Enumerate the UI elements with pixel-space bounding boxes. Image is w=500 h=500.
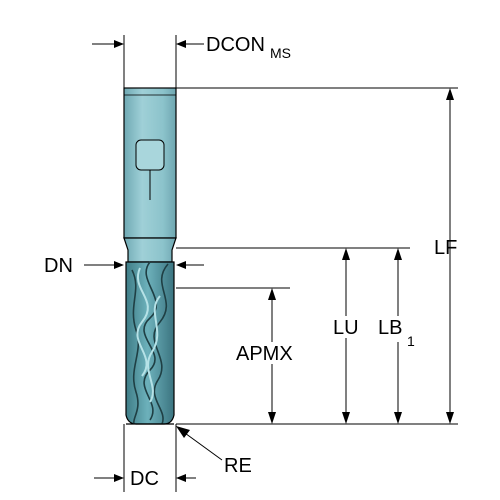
lb-label-bg xyxy=(378,316,422,342)
dimension-arrowheads xyxy=(114,40,454,482)
lu-label: LU xyxy=(333,317,359,339)
dcon-label: DCON xyxy=(206,34,265,56)
shank-flat-marker xyxy=(135,139,165,200)
dcon-subscript: MS xyxy=(270,45,291,61)
tool-neck xyxy=(123,237,177,263)
apmx-label-bg xyxy=(234,342,310,364)
lb-subscript: 1 xyxy=(407,333,415,349)
re-label: RE xyxy=(224,455,252,477)
apmx-label: APMX xyxy=(236,343,293,365)
end-mill-tool xyxy=(123,87,177,425)
lb-label: LB xyxy=(378,317,402,339)
lf-label: LF xyxy=(434,237,457,259)
dc-label: DC xyxy=(130,468,159,490)
lu-label-bg xyxy=(334,316,360,338)
flute-highlights xyxy=(136,267,161,403)
dn-label: DN xyxy=(44,255,73,277)
